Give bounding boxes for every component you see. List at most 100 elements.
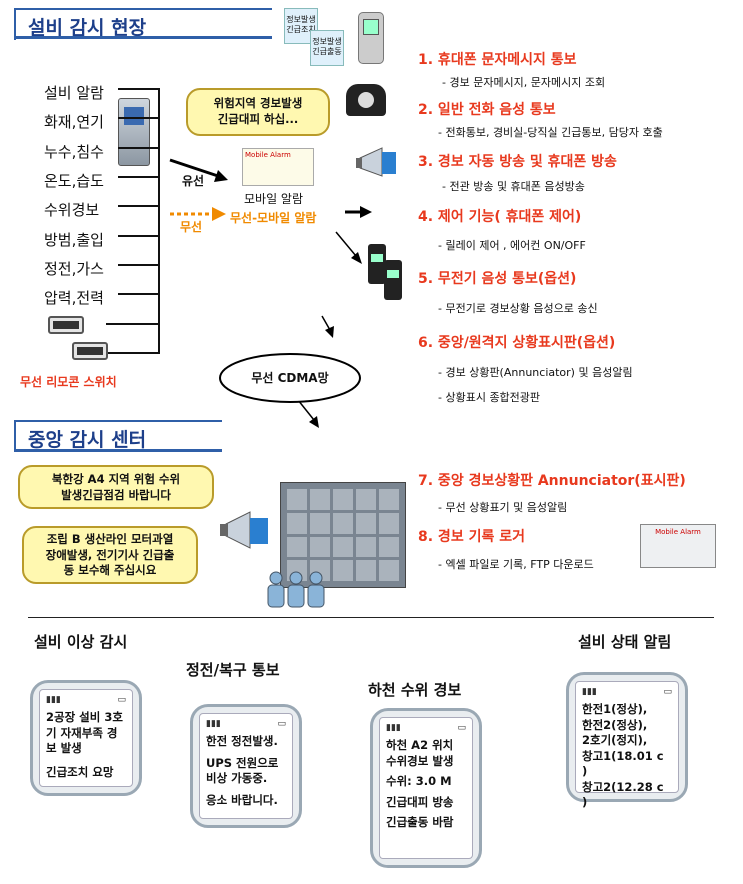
phone-title: 정전/복구 통보 (186, 661, 280, 679)
category-item: 설비 알람 (44, 84, 104, 102)
message-line: 2공장 설비 3호 (46, 710, 123, 725)
remote-switch-label: 무선 리모콘 스위치 (20, 375, 117, 389)
bubble-line: 동 보수해 주십시요 (63, 563, 157, 578)
alert-bubble: 위험지역 경보발생 긴급대피 하십... (186, 88, 330, 136)
bracket-wire (118, 117, 158, 119)
telephone-icon (346, 84, 386, 116)
bracket-wire (106, 352, 158, 354)
message-line: 긴급조치 요망 (46, 764, 114, 779)
feature-sub: - 엑셀 파일로 기록, FTP 다운로드 (438, 558, 594, 571)
category-item: 누수,침수 (44, 143, 104, 161)
message-line: 긴급대피 방송 (386, 794, 454, 809)
phone-screen-card: ▮▮▮ ▭ 한전1(정상), 한전2(정상), 2호기(정지), 창고1(18.0… (566, 672, 688, 809)
battery-icon: ▭ (663, 687, 672, 697)
cdma-network-label: 무선 CDMA망 (251, 371, 329, 385)
message-line (46, 757, 126, 765)
phone-screen: ▮▮▮▭ 한전 정전발생. UPS 전원으로 비상 가동중. 응소 바랍니다. (199, 713, 293, 819)
category-item: 온도,습도 (44, 172, 104, 190)
megaphone-icon (356, 146, 400, 180)
feature-sub: - 무선 상황표기 및 음성알림 (438, 501, 568, 514)
feature-title: 2. 일반 전화 음성 통보 (418, 102, 556, 118)
message-line: 기 자재부족 경 (46, 725, 118, 740)
bracket-wire (118, 235, 158, 237)
battery-icon: ▭ (457, 723, 466, 733)
message-line: 2호기(정지), (582, 733, 648, 748)
wireless-mobile-alarm-label: 무선-모바일 알람 (230, 211, 317, 225)
message-line: 한전1(정상), (582, 702, 648, 717)
message-line: 긴급출동 바람 (386, 815, 454, 830)
mobile-alarm-label: 모바일 알람 (244, 192, 304, 206)
phone-card-label: 정보발생 (286, 15, 316, 24)
section-underline (14, 449, 222, 452)
message-line: 한전2(정상), (582, 717, 648, 732)
divider (28, 617, 714, 618)
phone-card-icon: 정보발생 긴급출동 (310, 30, 344, 66)
feature-sub: - 릴레이 제어 , 에어컨 ON/OFF (438, 239, 586, 252)
phone-status-bar: ▮▮▮ ▭ (386, 722, 466, 734)
feature-sub: - 상황표시 종합전광판 (438, 391, 541, 404)
center-alert-bubble: 조립 B 생산라인 모터과열 장애발생, 전기기사 긴급출 동 보수해 주십시요 (22, 526, 198, 584)
remote-switch-icon (72, 342, 108, 360)
alert-bubble-line: 긴급대피 하십... (217, 111, 299, 126)
device-panel-label: Mobile Alarm (245, 151, 291, 159)
phone-title: 하천 수위 경보 (368, 681, 462, 699)
phone-screen-card: ▮▮▮▭ 하천 A2 위치 수위경보 발생 수위: 3.0 M 긴급대피 방송 … (370, 708, 482, 868)
category-item: 방범,출입 (44, 231, 104, 249)
phone-screen-card: ▮▮▮▭ 2공장 설비 3호 기 자재부족 경 보 발생 긴급조치 요망 (30, 680, 142, 796)
bubble-line: 발생긴급점검 바랍니다 (61, 487, 171, 502)
bubble-line: 북한강 A4 지역 위험 수위 (51, 472, 181, 486)
section-title-center: 중앙 감시 센터 (14, 420, 222, 452)
signal-icon: ▮▮▮ (386, 723, 401, 733)
message-line: 창고1(18.01 c ) (582, 748, 664, 779)
bracket-wire (158, 88, 160, 354)
logger-device: Mobile Alarm (640, 524, 716, 568)
phone-status-bar: ▮▮▮ ▭ (582, 686, 672, 698)
feature-sub: - 무전기로 경보상황 음성으로 송신 (438, 302, 598, 315)
feature-title: 1. 휴대폰 문자메시지 통보 (418, 52, 577, 68)
message-line: 응소 바랍니다. (206, 792, 278, 807)
bracket-wire (118, 147, 158, 149)
bracket-wire (118, 264, 158, 266)
feature-sub: - 경보 상황판(Annunciator) 및 음성알림 (438, 366, 633, 379)
message-line: 하천 A2 위치 (386, 738, 454, 753)
signal-icon: ▮▮▮ (582, 687, 597, 697)
remote-switch-icon (48, 316, 84, 334)
signal-icon: ▮▮▮ (46, 695, 61, 705)
feature-title: 4. 제어 기능( 휴대폰 제어) (418, 209, 582, 225)
phone-screen: ▮▮▮▭ 2공장 설비 3호 기 자재부족 경 보 발생 긴급조치 요망 (39, 689, 133, 787)
bubble-line: 장애발생, 전기기사 긴급출 (45, 547, 175, 562)
section-underline (14, 36, 272, 39)
bracket-wire (106, 323, 158, 325)
cell-phone-icon (358, 12, 384, 64)
category-item: 정전,가스 (44, 260, 104, 278)
phone-card-label: 긴급출동 (312, 46, 342, 56)
feature-title: 6. 중앙/원격지 상황표시판(옵션) (418, 335, 616, 351)
message-line: 창고2(12.28 c ) (582, 779, 664, 810)
phone-screen: ▮▮▮ ▭ 한전1(정상), 한전2(정상), 2호기(정지), 창고1(18.0… (575, 681, 679, 809)
feature-title: 7. 중앙 경보상황판 Annunciator(표시판) (418, 473, 686, 489)
radio-icon (368, 244, 386, 284)
phone-title: 설비 이상 감시 (34, 633, 128, 651)
phone-screen: ▮▮▮▭ 하천 A2 위치 수위경보 발생 수위: 3.0 M 긴급대피 방송 … (379, 717, 473, 859)
phone-title: 설비 상태 알림 (578, 633, 672, 651)
message-line: 보 발생 (46, 741, 82, 756)
battery-icon: ▭ (277, 719, 286, 729)
alert-bubble-line: 위험지역 경보발생 (213, 96, 303, 110)
category-item: 화재,연기 (44, 113, 104, 131)
message-line: 비상 가동중. (206, 771, 268, 786)
bracket-wire (118, 176, 158, 178)
annunciator-panel (280, 482, 406, 588)
megaphone-icon (220, 510, 272, 550)
feature-title: 3. 경보 자동 방송 및 휴대폰 방송 (418, 154, 617, 170)
message-line: UPS 전원으로 (206, 755, 279, 770)
feature-sub: - 전관 방송 및 휴대폰 음성방송 (442, 180, 585, 193)
center-alert-bubble: 북한강 A4 지역 위험 수위 발생긴급점검 바랍니다 (18, 465, 214, 509)
phone-card-label: 정보발생 (312, 37, 342, 46)
wired-label: 유선 (182, 174, 205, 188)
wireless-label: 무선 (180, 220, 203, 234)
feature-title: 8. 경보 기록 로거 (418, 529, 525, 545)
mobile-alarm-device: Mobile Alarm (242, 148, 314, 186)
bracket-wire (118, 293, 158, 295)
category-item: 수위경보 (44, 201, 100, 219)
